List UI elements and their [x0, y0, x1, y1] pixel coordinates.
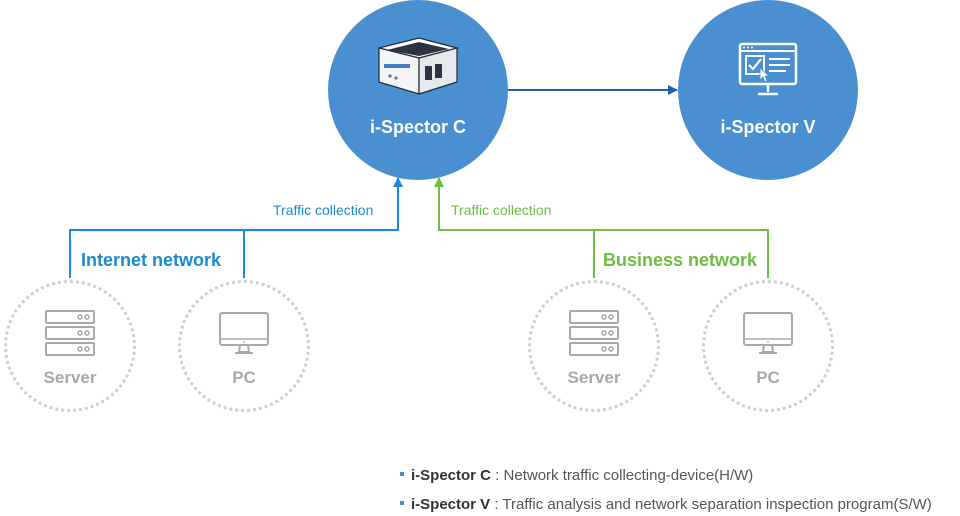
legend-term: i-Spector V — [411, 496, 491, 513]
internet-network-label: Internet network — [81, 250, 222, 270]
monitor-icon — [181, 307, 307, 364]
internet-traffic-line — [69, 229, 245, 278]
internet-server-label: Server — [43, 368, 97, 387]
legend-term: i-Spector C — [411, 467, 492, 484]
collector-node: i-Spector C — [328, 0, 508, 180]
legend-item-viewer: i-Spector V : Traffic analysis and netwo… — [400, 496, 932, 513]
collector-device-icon — [378, 37, 460, 95]
bullet-icon — [400, 472, 404, 477]
collector-label: i-Spector C — [369, 117, 466, 137]
business-traffic-arrow — [434, 177, 594, 231]
business-network-label: Business network — [603, 250, 758, 270]
monitor-icon — [705, 307, 831, 364]
internet-pc-node: PC — [178, 280, 310, 412]
business-traffic-line — [593, 229, 769, 278]
internet-pc-label: PC — [232, 368, 256, 387]
legend-description: : Traffic analysis and network separatio… — [490, 496, 932, 513]
server-icon — [531, 307, 657, 364]
server-icon — [7, 307, 133, 364]
legend-description: : Network traffic collecting-device(H/W) — [491, 467, 754, 484]
business-pc-node: PC — [702, 280, 834, 412]
business-traffic-collection-label: Traffic collection — [451, 202, 552, 218]
viewer-label: i-Spector V — [720, 117, 816, 137]
internet-traffic-collection-label: Traffic collection — [273, 202, 374, 218]
business-pc-label: PC — [756, 368, 780, 387]
inspection-monitor-icon — [738, 42, 798, 96]
legend-item-collector: i-Spector C : Network traffic collecting… — [400, 467, 753, 484]
internet-server-node: Server — [4, 280, 136, 412]
business-server-label: Server — [567, 368, 621, 387]
business-server-node: Server — [528, 280, 660, 412]
internet-traffic-arrow — [244, 177, 403, 231]
viewer-node: i-Spector V — [678, 0, 858, 180]
bullet-icon — [400, 501, 404, 506]
